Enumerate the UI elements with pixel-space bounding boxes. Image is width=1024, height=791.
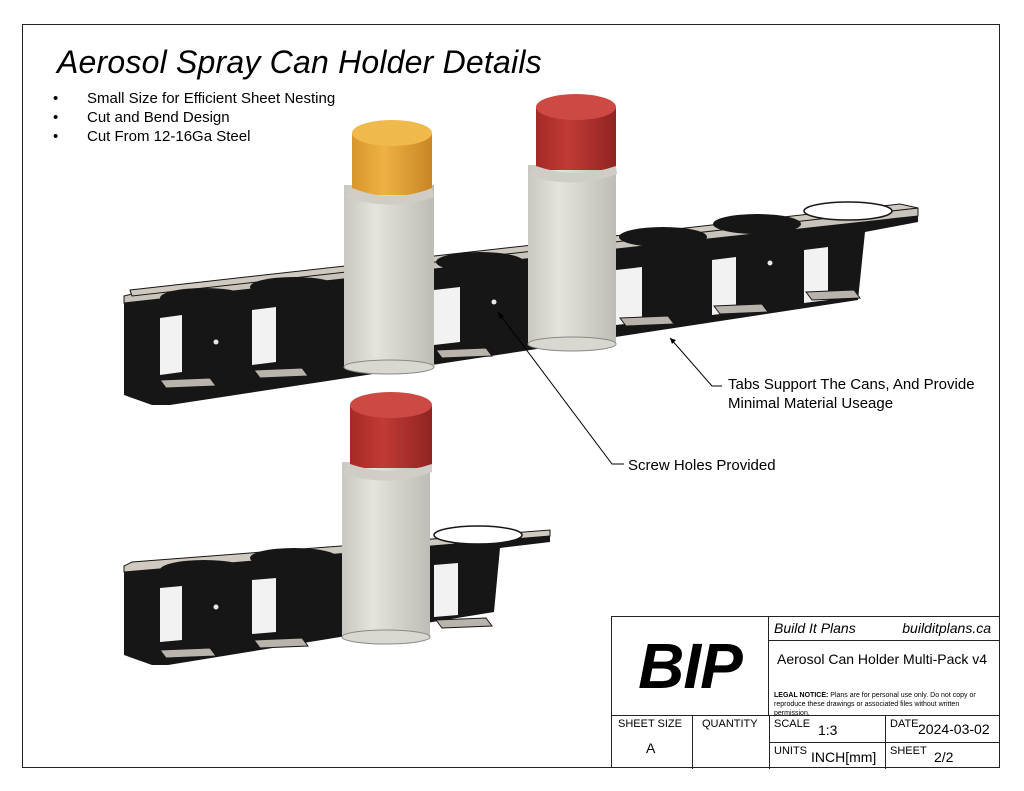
date-cell: DATE 2024-03-02 [885,715,999,742]
part-name: Aerosol Can Holder Multi-Pack v4 [777,651,988,667]
screw-hole [213,339,219,345]
small-holder [123,392,551,665]
large-holder [123,94,919,405]
small-holder-tabs [159,617,493,659]
legal-notice: LEGAL NOTICE: Plans are for personal use… [769,691,999,717]
screw-hole [767,260,773,266]
tabs-callout: Tabs Support The Cans, And Provide Minim… [728,375,975,413]
company-website: builditplans.ca [902,620,991,636]
tabs-callout-line: Minimal Material Useage [728,395,894,412]
small-holder-holes [160,548,338,580]
sheet-label: SHEET [890,745,927,757]
can-red-small [341,392,432,645]
screw-hole [491,299,497,305]
scale-label: SCALE [774,718,811,730]
leader-arrowhead [670,338,676,344]
large-holder-holes [160,214,801,308]
company-name: Build It Plans [774,620,856,636]
quantity-cell: QUANTITY [692,715,769,769]
date-label: DATE [890,718,919,730]
scale-value: 1:3 [818,722,838,738]
date-value: 2024-03-02 [918,721,990,737]
large-holder-windows [160,247,828,375]
small-holder-windows [160,563,458,642]
quantity-label: QUANTITY [702,718,758,730]
sheet-size-value: A [646,740,656,756]
feature-item: Cut From 12-16Ga Steel [52,127,335,146]
sheet-size-label: SHEET SIZE [618,718,682,730]
company-logo: BIP [612,617,769,715]
large-holder-tabs [159,289,861,389]
legal-notice-text: Plans are for personal use only. Do not … [774,692,976,717]
feature-list: Small Size for Efficient Sheet Nesting C… [52,89,335,146]
screws-callout: Screw Holes Provided [628,457,776,474]
leader-arrowhead [498,312,504,319]
screw-hole [213,604,219,610]
company-row: Build It Plans builditplans.ca [769,617,999,641]
sheet-cell: SHEET 2/2 [885,742,999,769]
title-block-divider [612,715,769,716]
drawing-border [22,24,1000,768]
can-red [527,94,617,352]
large-holder-top-plate [123,207,919,304]
can-yellow [343,120,435,375]
units-cell: UNITS INCH[mm] [769,742,885,769]
units-label: UNITS [774,745,807,757]
screw-leader-line [497,311,624,465]
units-value: INCH[mm] [811,749,877,765]
page-title: Aerosol Spray Can Holder Details [57,44,542,80]
feature-item: Cut and Bend Design [52,108,335,127]
feature-item: Small Size for Efficient Sheet Nesting [52,89,335,108]
scale-cell: SCALE 1:3 [769,715,885,742]
sheet-value: 2/2 [934,749,954,765]
sheet-size-cell: SHEET SIZE A [612,715,692,756]
title-block: BIP Build It Plans builditplans.ca Aeros… [611,616,1000,769]
leader-lines [497,311,722,465]
tabs-callout-line: Tabs Support The Cans, And Provide [728,376,975,393]
tabs-leader-line [669,337,722,387]
legal-notice-label: LEGAL NOTICE: [774,692,829,699]
